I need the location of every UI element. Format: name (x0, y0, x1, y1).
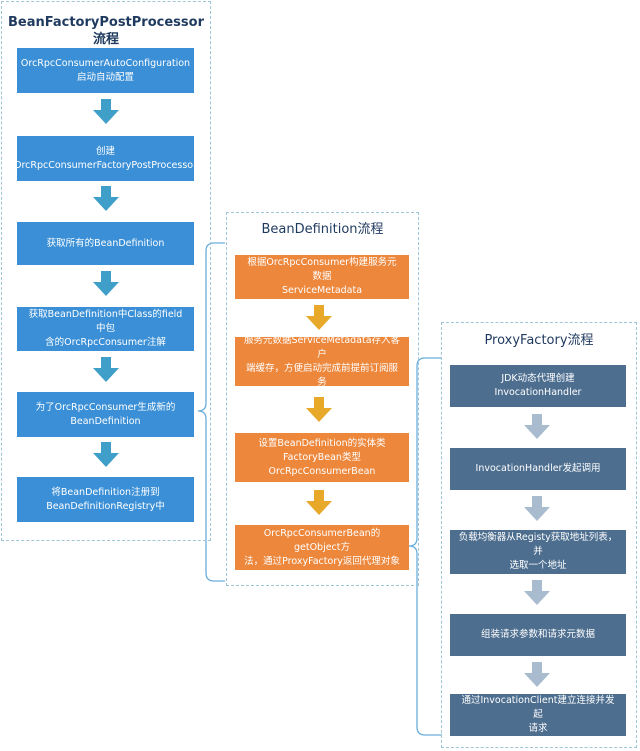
panel-title-bfpp: BeanFactoryPostProcessor 流程 (7, 15, 204, 47)
step-invocation-handler-call[interactable]: InvocationHandler发起调用 (450, 448, 626, 490)
down-arrow-icon (306, 490, 332, 515)
down-arrow-icon (93, 271, 119, 296)
down-arrow-icon (306, 305, 332, 330)
panel-title-beandef: BeanDefinition流程 (261, 222, 384, 237)
step-generate-bean-definition[interactable]: 为了OrcRpcConsumer生成新的 BeanDefinition (17, 392, 194, 437)
down-arrow-icon (524, 580, 550, 605)
step-get-bean-definitions[interactable]: 获取所有的BeanDefinition (17, 222, 194, 265)
step-register-bean-definition[interactable]: 将BeanDefinition注册到 BeanDefinitionRegistr… (17, 477, 194, 522)
down-arrow-icon (524, 414, 550, 439)
down-arrow-icon (93, 357, 119, 382)
step-load-balancer-select[interactable]: 负载均衡器从Registy获取地址列表，并 选取一个地址 (450, 530, 626, 574)
down-arrow-icon (524, 662, 550, 687)
step-scan-consumer-annotation[interactable]: 获取BeanDefinition中Class的field中包 含的OrcRpcC… (17, 307, 194, 351)
panel-bean-factory-post-processor: BeanFactoryPostProcessor 流程 (1, 1, 211, 541)
panel-bean-definition: BeanDefinition流程 (226, 212, 419, 586)
step-create-factory-post-processor[interactable]: 创建 OrcRpcConsumerFactoryPostProcessor (14, 136, 197, 181)
step-assemble-request[interactable]: 组装请求参数和请求元数据 (450, 614, 626, 656)
down-arrow-icon (93, 186, 119, 211)
panel-proxy-factory: ProxyFactory流程 (441, 322, 637, 748)
step-autoconfiguration[interactable]: OrcRpcConsumerAutoConfiguration 启动自动配置 (17, 48, 194, 93)
step-invocation-client-request[interactable]: 通过InvocationClient建立连接并发起 请求 (450, 694, 626, 736)
down-arrow-icon (93, 99, 119, 124)
step-create-invocation-handler[interactable]: JDK动态代理创建InvocationHandler (450, 365, 626, 407)
down-arrow-icon (524, 496, 550, 521)
step-set-factory-bean-type[interactable]: 设置BeanDefinition的实体类 FactoryBean类型 OrcRp… (235, 433, 409, 482)
step-cache-service-metadata[interactable]: 服务元数据ServiceMetadata存入客户 端缓存，方便启动完成前提前订阅… (235, 335, 409, 388)
down-arrow-icon (93, 442, 119, 467)
step-build-service-metadata[interactable]: 根据OrcRpcConsumer构建服务元数据 ServiceMetadata (235, 255, 409, 299)
step-get-object-proxy[interactable]: OrcRpcConsumerBean的getObject方 法，通过ProxyF… (235, 525, 409, 570)
down-arrow-icon (306, 397, 332, 422)
brace-beandef-to-proxy (408, 357, 442, 736)
brace-bfpp-to-beandef (197, 242, 225, 582)
panel-title-proxy: ProxyFactory流程 (484, 333, 594, 348)
